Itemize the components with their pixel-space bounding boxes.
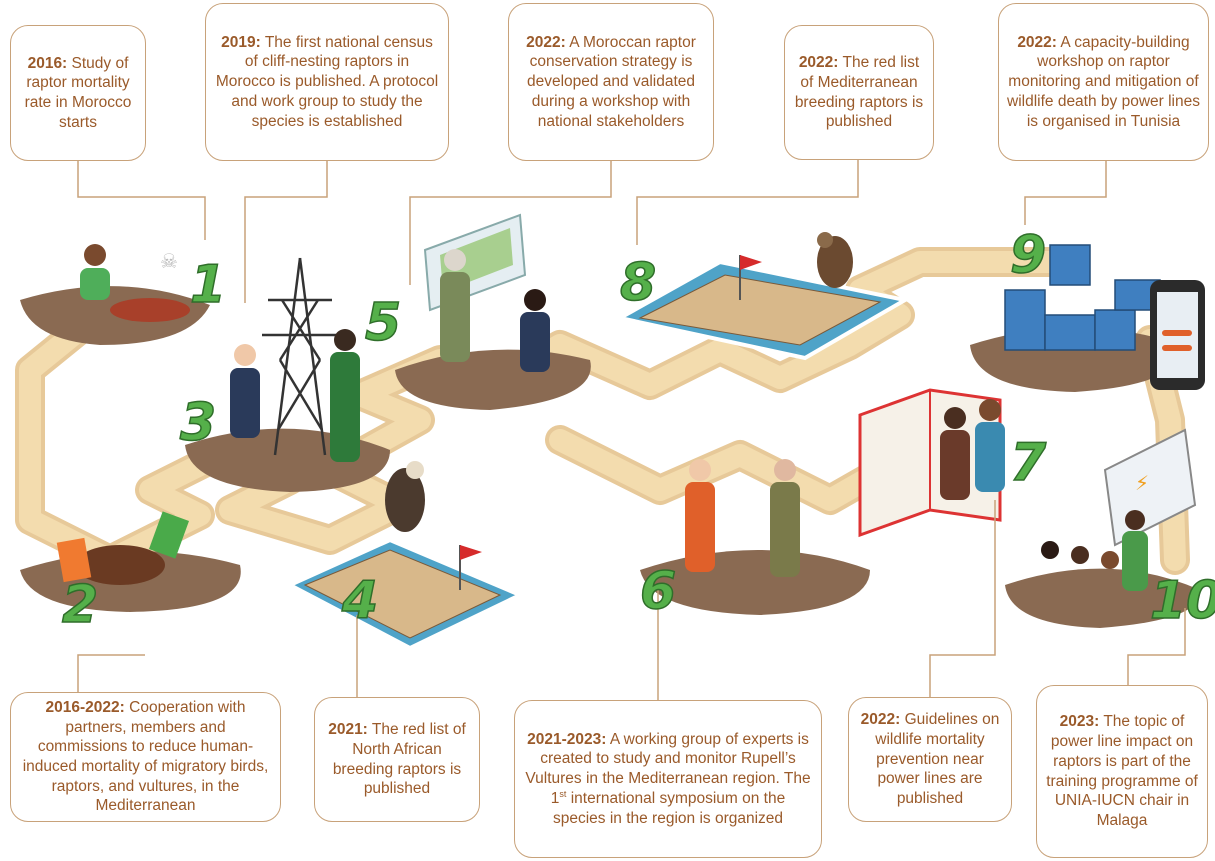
step-8-text: The red list of Mediterranean breeding r… (794, 54, 924, 131)
map-north-africa (285, 537, 525, 651)
step-2-year: 2016-2022: (45, 698, 125, 716)
svg-text:⚡: ⚡ (1135, 471, 1149, 495)
step-number-3: 3 (180, 393, 216, 453)
step-7-year: 2022: (860, 711, 901, 729)
step-1-box: 2016: Study of raptor mortality rate in … (10, 25, 146, 161)
step-6-box: 2021-2023: A working group of experts is… (514, 700, 822, 858)
step-10-box: 2023: The topic of power line impact on … (1036, 685, 1208, 858)
step-6-text: A working group of experts is created to… (525, 730, 811, 807)
people (80, 244, 1148, 591)
skull-icon: ☠ (160, 249, 178, 273)
step-8-year: 2022: (798, 54, 839, 72)
step-numbers: 1 2 3 4 5 6 7 8 9 10 (61, 224, 1215, 636)
step-5-text: A Moroccan raptor conservation strategy … (526, 33, 696, 130)
step-9-year: 2022: (1017, 33, 1057, 51)
step-5-box: 2022: A Moroccan raptor conservation str… (508, 3, 714, 161)
step-number-10: 10 (1150, 571, 1215, 631)
vulture (385, 461, 425, 532)
step-number-9: 9 (1010, 225, 1046, 285)
step-number-8: 8 (620, 253, 656, 313)
step-6-ordinal: st (559, 788, 567, 799)
step-number-1: 1 (190, 255, 226, 315)
step-3-year: 2019: (221, 33, 261, 51)
step-2-box: 2016-2022: Cooperation with partners, me… (10, 692, 281, 822)
step-8-box: 2022: The red list of Mediterranean bree… (784, 25, 934, 160)
dead-raptor (110, 298, 190, 322)
step-1-text: Study of raptor mortality rate in Morocc… (24, 54, 132, 131)
step-9-text: A capacity-building workshop on raptor m… (1007, 33, 1200, 130)
step-2-text: Cooperation with partners, members and c… (22, 698, 269, 815)
step-number-5: 5 (365, 293, 401, 353)
step-1-year: 2016: (27, 54, 68, 72)
step-6-year: 2021-2023: (527, 730, 607, 748)
step-4-box: 2021: The red list of North African bree… (314, 697, 480, 822)
step-7-box: 2022: Guidelines on wildlife mortality p… (848, 697, 1012, 822)
step-10-year: 2023: (1059, 713, 1100, 731)
step-number-2: 2 (62, 575, 98, 635)
connector-lines (77, 160, 1186, 700)
handshake (56, 511, 189, 585)
raptor (817, 232, 853, 288)
step-10-text: The topic of power line impact on raptor… (1046, 713, 1198, 829)
pylon (262, 257, 338, 456)
step-9-box: 2022: A capacity-building workshop on ra… (998, 3, 1209, 161)
step-4-year: 2021: (328, 721, 368, 739)
step-4-text: The red list of North African breeding r… (332, 721, 466, 798)
step-3-text: The first national census of cliff-nesti… (215, 33, 439, 130)
step-3-box: 2019: The first national census of cliff… (205, 3, 449, 161)
step-5-year: 2022: (526, 33, 566, 51)
step-7-text: Guidelines on wildlife mortality prevent… (875, 711, 1000, 807)
step-number-6: 6 (640, 561, 676, 621)
tablet (1150, 280, 1205, 390)
step-number-4: 4 (341, 571, 378, 631)
step-number-7: 7 (1010, 433, 1047, 493)
step-6-text-cont: international symposium on the species i… (552, 789, 786, 827)
